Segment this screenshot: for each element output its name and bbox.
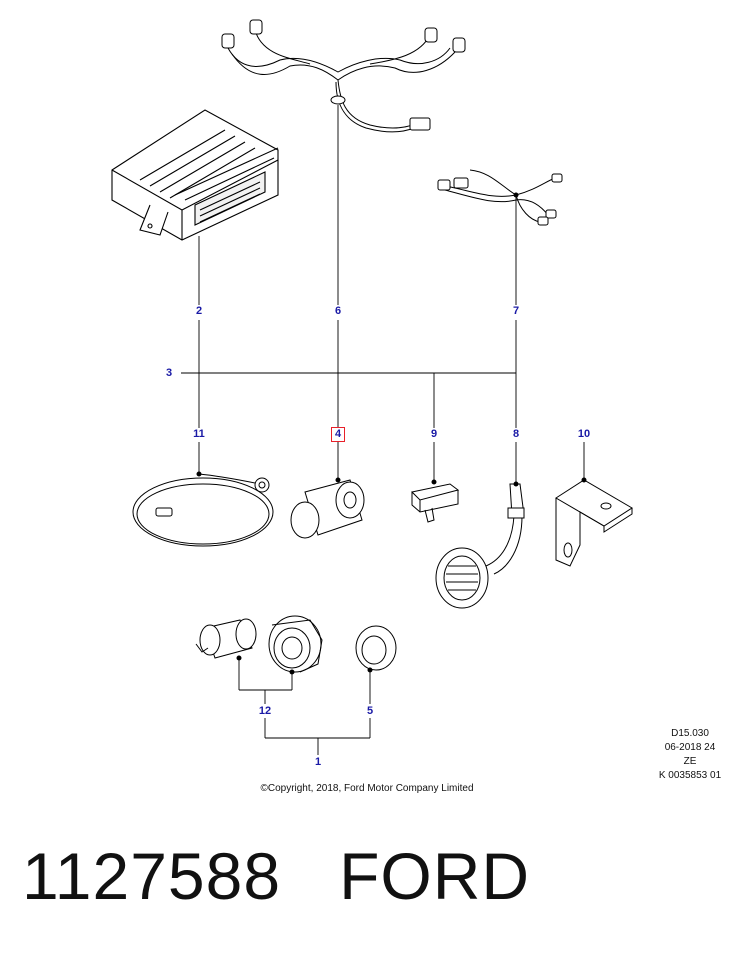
callout-11[interactable]: 11 <box>193 428 205 440</box>
callout-6[interactable]: 6 <box>334 305 342 317</box>
brand-name: FORD <box>339 839 531 913</box>
callout-4[interactable]: 4 <box>331 427 345 442</box>
callout-10[interactable]: 10 <box>577 428 591 440</box>
fuse-icon[interactable] <box>410 479 460 523</box>
mounting-bracket-icon[interactable] <box>555 477 633 567</box>
grommet-ring-icon[interactable] <box>355 625 397 673</box>
callout-7[interactable]: 7 <box>512 305 520 317</box>
control-module-icon[interactable] <box>111 109 279 241</box>
meta-date: 06-2018 24 <box>664 742 716 753</box>
callout-2[interactable]: 2 <box>195 305 203 317</box>
footer-title: 1127588 FORD <box>22 838 530 914</box>
copyright-text: ©Copyright, 2018, Ford Motor Company Lim… <box>260 783 474 794</box>
part-number: 1127588 <box>22 839 282 913</box>
leader-lines <box>181 105 585 755</box>
callout-12[interactable]: 12 <box>258 705 272 717</box>
callout-8[interactable]: 8 <box>512 428 520 440</box>
meta-region: ZE <box>683 756 697 767</box>
sensor-harness-icon[interactable] <box>437 169 563 226</box>
callout-1[interactable]: 1 <box>314 756 322 768</box>
parking-sensor-icon[interactable] <box>290 477 365 539</box>
diagram-meta: D15.030 06-2018 24 ZE K 0035853 01 <box>648 727 732 783</box>
meta-reference: K 0035853 01 <box>658 770 722 781</box>
callout-3[interactable]: 3 <box>165 367 173 379</box>
buzzer-speaker-icon[interactable] <box>435 481 525 609</box>
wiring-harness-icon[interactable] <box>221 19 466 133</box>
callout-9[interactable]: 9 <box>430 428 438 440</box>
antenna-cable-icon[interactable] <box>132 471 274 547</box>
parts-diagram <box>111 19 633 755</box>
sensor-bezel-icon[interactable] <box>268 615 323 675</box>
meta-diagram-code: D15.030 <box>671 728 709 739</box>
callout-5[interactable]: 5 <box>366 705 374 717</box>
sensor-housing-icon[interactable] <box>195 618 257 661</box>
